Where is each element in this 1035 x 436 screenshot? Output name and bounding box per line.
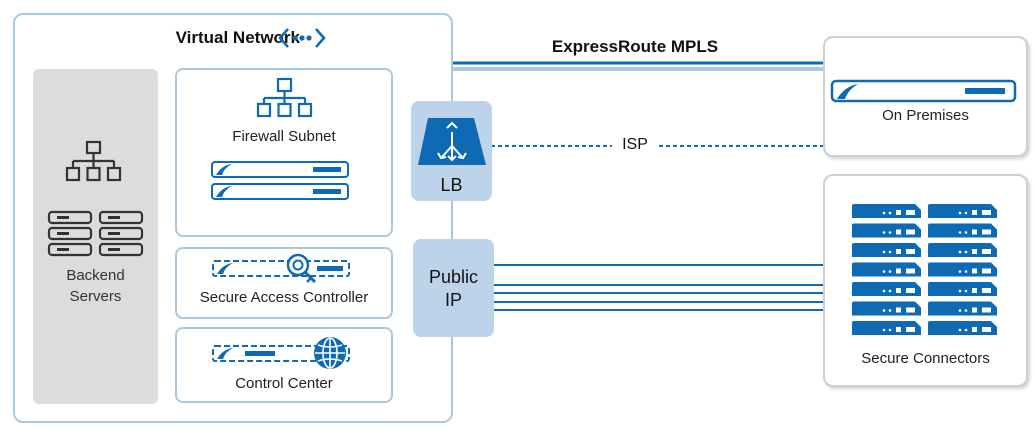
public-ip-box <box>413 239 494 337</box>
expressroute-line <box>453 61 823 71</box>
backend-servers-label: Backend Servers <box>66 267 125 305</box>
secure-access-controller-label: Secure Access Controller <box>199 289 369 306</box>
backend-servers-panel <box>33 69 158 404</box>
secure-access-controller-box <box>175 247 393 319</box>
on-premises-box <box>823 36 1028 157</box>
control-center-label: Control Center <box>235 375 333 392</box>
expressroute-label: ExpressRoute MPLS <box>551 37 719 56</box>
load-balancer-label: LB <box>440 175 463 195</box>
firewall-subnet-box <box>175 68 393 237</box>
public-ip-label: Public IP <box>428 267 479 310</box>
virtual-network-icon <box>278 28 326 48</box>
isp-label: ISP <box>612 136 658 154</box>
on-premises-label: On Premises <box>882 107 969 124</box>
control-center-box <box>175 327 393 403</box>
firewall-subnet-label: Firewall Subnet <box>232 128 336 145</box>
secure-connectors-label: Secure Connectors <box>861 350 990 367</box>
virtual-network-title: Virtual Network <box>175 28 300 47</box>
